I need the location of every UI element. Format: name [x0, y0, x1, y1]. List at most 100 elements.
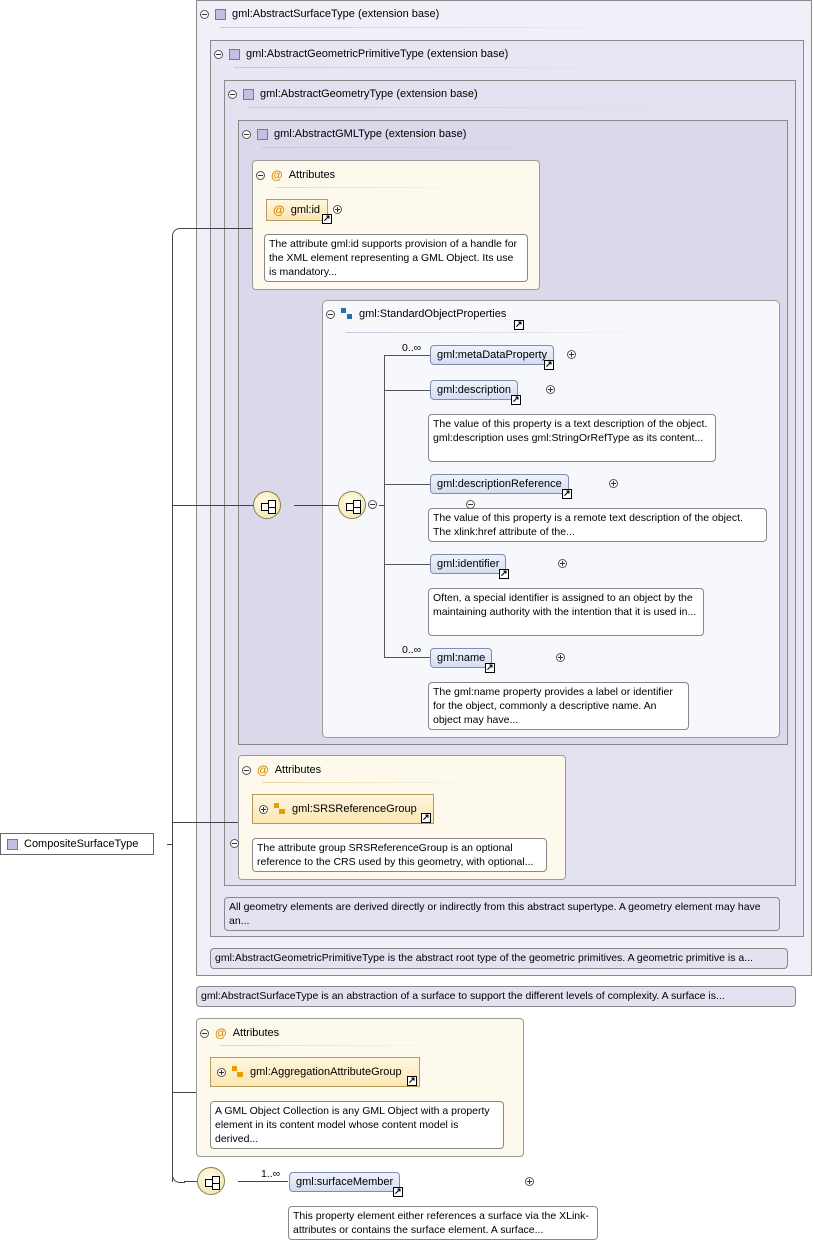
surface-member-element[interactable]: gml:surfaceMember	[289, 1172, 401, 1192]
collapse-icon[interactable]	[242, 129, 251, 139]
reference-icon[interactable]	[407, 1074, 417, 1086]
collapse-icon[interactable]	[200, 1028, 209, 1038]
separator	[220, 27, 640, 28]
description-doc: The value of this property is a text des…	[428, 414, 716, 462]
expand-icon[interactable]	[609, 479, 619, 488]
abstract-gml-type-header: gml:AbstractGMLType (extension base)	[242, 128, 466, 140]
metadata-property-element[interactable]: gml:metaDataProperty	[430, 345, 555, 365]
composite-surface-type-label: CompositeSurfaceType	[24, 838, 139, 850]
connector-line	[172, 1092, 196, 1093]
connector-line	[172, 822, 238, 823]
attributes-label: Attributes	[274, 764, 322, 776]
attributes-label: Attributes	[288, 169, 336, 181]
expand-icon[interactable]	[556, 653, 566, 662]
connector-line	[384, 657, 430, 658]
separator	[220, 1045, 450, 1046]
collapse-icon[interactable]	[230, 839, 240, 848]
sequence-compositor-icon[interactable]	[253, 491, 281, 519]
aggregation-attribute-group-label: gml:AggregationAttributeGroup	[250, 1066, 402, 1078]
connector-line	[172, 236, 173, 1182]
reference-icon[interactable]	[544, 358, 554, 370]
collapse-icon[interactable]	[242, 765, 251, 775]
reference-icon[interactable]	[511, 393, 521, 405]
composite-surface-type-node[interactable]: CompositeSurfaceType	[0, 833, 154, 855]
reference-icon[interactable]	[562, 487, 572, 499]
abstract-geometry-type-doc: All geometry elements are derived direct…	[224, 897, 780, 931]
reference-icon[interactable]	[322, 212, 332, 224]
description-element[interactable]: gml:description	[430, 380, 518, 400]
connector-line	[384, 390, 430, 391]
reference-icon[interactable]	[393, 1185, 403, 1197]
aggregation-attribute-group[interactable]: gml:AggregationAttributeGroup	[210, 1057, 420, 1087]
complex-type-icon	[215, 8, 226, 20]
srs-reference-group[interactable]: gml:SRSReferenceGroup	[252, 794, 434, 824]
reference-icon[interactable]	[514, 318, 524, 330]
group-ref-icon	[341, 308, 353, 320]
collapse-icon[interactable]	[368, 500, 378, 509]
collapse-icon[interactable]	[465, 500, 475, 509]
abstract-geometric-primitive-type-header: gml:AbstractGeometricPrimitiveType (exte…	[214, 48, 508, 60]
complex-type-icon	[7, 838, 18, 850]
gml-id-attribute[interactable]: @ gml:id	[266, 199, 328, 221]
identifier-doc: Often, a special identifier is assigned …	[428, 588, 704, 636]
abstract-geometric-primitive-type-doc: gml:AbstractGeometricPrimitiveType is th…	[210, 948, 788, 969]
collapse-icon[interactable]	[256, 170, 265, 180]
connector-line	[294, 505, 338, 506]
attribute-icon: @	[257, 763, 269, 777]
reference-icon[interactable]	[485, 661, 495, 673]
expand-icon[interactable]	[524, 1177, 534, 1186]
connector-line	[184, 228, 252, 229]
description-reference-doc: The value of this property is a remote t…	[428, 508, 767, 542]
attribute-icon: @	[215, 1026, 227, 1040]
complex-type-icon	[229, 48, 240, 60]
abstract-geometric-primitive-type-label: gml:AbstractGeometricPrimitiveType (exte…	[246, 48, 509, 60]
abstract-gml-type-label: gml:AbstractGMLType (extension base)	[274, 128, 467, 140]
separator	[276, 187, 476, 188]
description-reference-element[interactable]: gml:descriptionReference	[430, 474, 569, 494]
abstract-geometry-type-header: gml:AbstractGeometryType (extension base…	[228, 88, 478, 100]
reference-icon[interactable]	[499, 567, 509, 579]
complex-type-icon	[243, 88, 254, 100]
connector-corner	[172, 1170, 185, 1183]
abstract-surface-type-label: gml:AbstractSurfaceType (extension base)	[232, 8, 440, 20]
attributes-label: Attributes	[232, 1027, 280, 1039]
collapse-icon[interactable]	[200, 9, 209, 19]
connector-line	[384, 564, 430, 565]
attributes-header: @ Attributes	[200, 1026, 279, 1040]
attributes-header: @ Attributes	[256, 168, 335, 182]
gml-id-label: gml:id	[290, 204, 321, 216]
surface-member-doc: This property element either references …	[288, 1206, 598, 1240]
connector-line	[238, 1181, 288, 1182]
expand-icon[interactable]	[558, 559, 568, 568]
abstract-geometry-type-label: gml:AbstractGeometryType (extension base…	[260, 88, 478, 100]
cardinality-label: 0..∞	[402, 342, 422, 354]
abstract-surface-type-header: gml:AbstractSurfaceType (extension base)	[200, 8, 439, 20]
collapse-icon[interactable]	[326, 309, 335, 319]
collapse-icon[interactable]	[214, 49, 223, 59]
connector-corner	[172, 228, 185, 241]
separator	[262, 782, 492, 783]
gml-id-doc: The attribute gml:id supports provision …	[264, 234, 528, 282]
sequence-compositor-icon[interactable]	[197, 1167, 225, 1195]
attribute-icon: @	[273, 203, 285, 217]
connector-line	[167, 844, 173, 845]
connector-line	[384, 484, 430, 485]
expand-icon[interactable]	[546, 385, 556, 394]
expand-icon[interactable]	[217, 1067, 226, 1077]
separator	[234, 67, 664, 68]
expand-icon[interactable]	[333, 205, 342, 214]
abstract-surface-type-doc: gml:AbstractSurfaceType is an abstractio…	[196, 986, 796, 1007]
attributes-header: @ Attributes	[242, 763, 321, 777]
collapse-icon[interactable]	[228, 89, 237, 99]
reference-icon[interactable]	[421, 811, 431, 823]
standard-object-properties-label: gml:StandardObjectProperties	[359, 308, 507, 320]
expand-icon[interactable]	[259, 804, 268, 814]
connector-line	[384, 355, 430, 356]
attribute-group-icon	[232, 1066, 244, 1078]
attribute-group-icon	[274, 803, 286, 815]
identifier-element[interactable]: gml:identifier	[430, 554, 507, 574]
aggregation-attribute-group-doc: A GML Object Collection is any GML Objec…	[210, 1101, 504, 1149]
sequence-compositor-icon[interactable]	[338, 491, 366, 519]
expand-icon[interactable]	[567, 350, 577, 359]
name-element[interactable]: gml:name	[430, 648, 493, 668]
